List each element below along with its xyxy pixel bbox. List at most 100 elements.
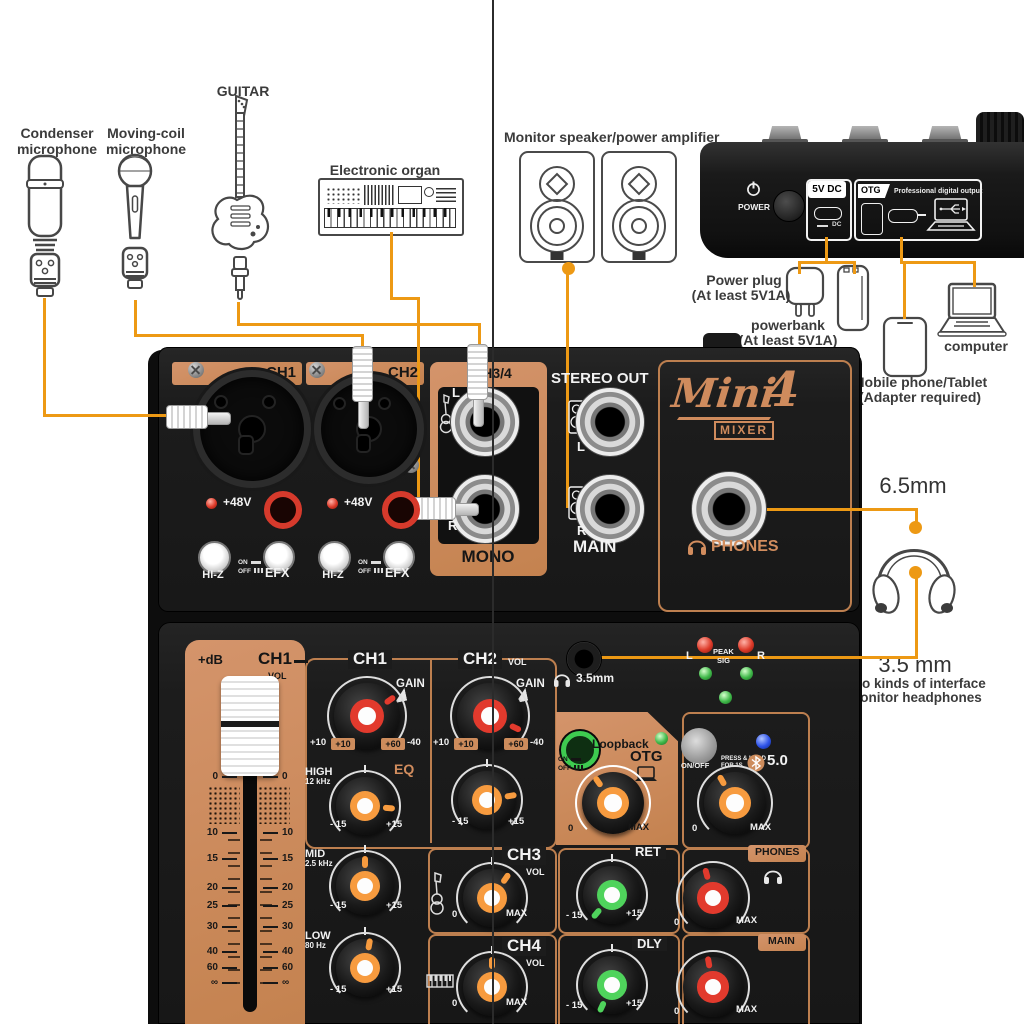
- ch2-efx-label: EFX: [385, 566, 410, 580]
- headphone-mini-icon: [688, 540, 706, 555]
- cable-organ: [390, 297, 420, 300]
- fader-db-label: +dB: [198, 652, 223, 667]
- ch1-efx-label: EFX: [265, 566, 290, 580]
- eq-max: +15: [386, 900, 403, 911]
- ch2-vol-label: VOL: [508, 657, 527, 667]
- guitar-icon: [211, 94, 270, 251]
- eq-block-divider: [430, 660, 432, 843]
- electronic-organ-icon: [318, 178, 464, 236]
- computer-label: computer: [944, 338, 1008, 354]
- main-out-jack: [575, 474, 645, 544]
- phones-jack-label: PHONES: [711, 538, 779, 555]
- cable-otg-computer: [973, 261, 976, 287]
- ch1-48v-label: +48V: [223, 495, 252, 509]
- meter-r-label: R: [757, 650, 765, 662]
- ch3-max: MAX: [506, 908, 528, 919]
- ch2-48v-button: [382, 491, 420, 529]
- cable-otg: [900, 261, 976, 264]
- eq-max: +15: [386, 819, 403, 830]
- power-symbol-icon: [747, 181, 760, 196]
- headphones-icon: [872, 549, 956, 614]
- meter-peak-led-r: [738, 637, 754, 653]
- mobile-label-1: Mobile phone/Tablet: [852, 374, 988, 390]
- rear-knob-icon: [976, 112, 1024, 146]
- stereo-l-label: L: [577, 439, 585, 454]
- bt-led: [756, 734, 771, 749]
- fader-scale: 10: [262, 827, 294, 838]
- meter-sig-led-l: [699, 667, 712, 680]
- main-badge-label: MAIN: [768, 935, 795, 947]
- cable-guitar: [237, 302, 240, 326]
- ch1-gain-knob: [327, 676, 407, 756]
- meter-l-label: L: [686, 650, 693, 662]
- eq-min: - 15: [452, 816, 469, 827]
- cable-condenser: [43, 298, 46, 417]
- ch1-gain-max: -40: [407, 737, 421, 748]
- ch1-low-knob: [329, 932, 401, 1004]
- ch2-gain-label: GAIN: [516, 678, 545, 690]
- bluetooth-icon: [747, 754, 765, 772]
- main-badge: [758, 934, 806, 951]
- phones-badge: [748, 845, 806, 862]
- page-fold-line: [492, 0, 494, 1024]
- plug-ch2: [352, 346, 373, 429]
- phones-jack: [691, 471, 767, 547]
- moving-coil-label-1: Moving-coil: [107, 125, 185, 141]
- loopback-led: [655, 732, 668, 745]
- mobile-phone-icon: [882, 316, 928, 378]
- ch1-48v-led: [206, 498, 217, 509]
- cable-organ: [417, 297, 420, 506]
- screw-icon: [188, 362, 204, 378]
- cable-guitar: [237, 323, 481, 326]
- ch2-efx-button: [383, 541, 415, 573]
- cable-power: [825, 237, 828, 263]
- ch2-eq-knob: [451, 764, 523, 836]
- mono-label: MONO: [461, 547, 515, 566]
- condenser-mic-label-2: microphone: [16, 141, 98, 157]
- brand-logo: Mini: [669, 370, 779, 417]
- headphone-mini-icon: [764, 870, 782, 884]
- screw-icon: [309, 362, 325, 378]
- fader-scale: 60: [198, 962, 237, 973]
- ch4-max: MAX: [506, 997, 528, 1008]
- dly-min: - 15: [566, 1000, 583, 1011]
- cable-condenser: [43, 414, 173, 417]
- dc-label: 5V DC: [812, 184, 842, 195]
- ch1-48v-button: [264, 491, 302, 529]
- ret-max: +15: [626, 908, 643, 919]
- ch1-gain-badge-low: +10: [331, 738, 355, 750]
- guitar-mini-icon: [430, 872, 444, 915]
- mobile-label-2: (Adapter required): [858, 389, 982, 405]
- ch2-48v-led: [327, 498, 338, 509]
- dly-knob: [576, 949, 648, 1021]
- ch2-hiz-label: HI-Z: [322, 569, 344, 581]
- phones-max: MAX: [736, 915, 758, 926]
- loopback-label: Loopback: [592, 737, 649, 751]
- dc-label-chip: [808, 181, 846, 198]
- fader-scale: 10: [198, 827, 237, 838]
- eq-max: +15: [508, 816, 525, 827]
- fader-scale: 15: [262, 853, 294, 864]
- bt-min: 0: [692, 823, 698, 834]
- monitor-speaker-right-icon: [601, 151, 677, 263]
- ch2-48v-label: +48V: [344, 495, 373, 509]
- fader-scale: 0: [198, 771, 237, 782]
- knob-tick: [364, 845, 366, 853]
- eq-high-label: HIGH: [305, 766, 333, 778]
- fader-dots-left: [208, 786, 240, 824]
- headphone-mini-icon: [554, 674, 570, 687]
- bt-onoff-button: [681, 728, 717, 764]
- logo-mixer-label: MIXER: [714, 421, 775, 440]
- otg-label: OTG: [861, 185, 881, 195]
- ch2-gain-min: +10: [433, 737, 450, 748]
- computer-icon: [937, 282, 1007, 337]
- meter-sig-label: SIG: [717, 656, 730, 665]
- fader-handle: [221, 676, 279, 776]
- ch1-gain-label: GAIN: [396, 678, 425, 690]
- stereo-out-jack-l: [575, 387, 645, 457]
- fader-scale: 0: [264, 771, 288, 782]
- ch1-combo-jack: [193, 370, 311, 488]
- cable-65-dot: [909, 521, 922, 534]
- cable-moving-coil: [134, 300, 137, 337]
